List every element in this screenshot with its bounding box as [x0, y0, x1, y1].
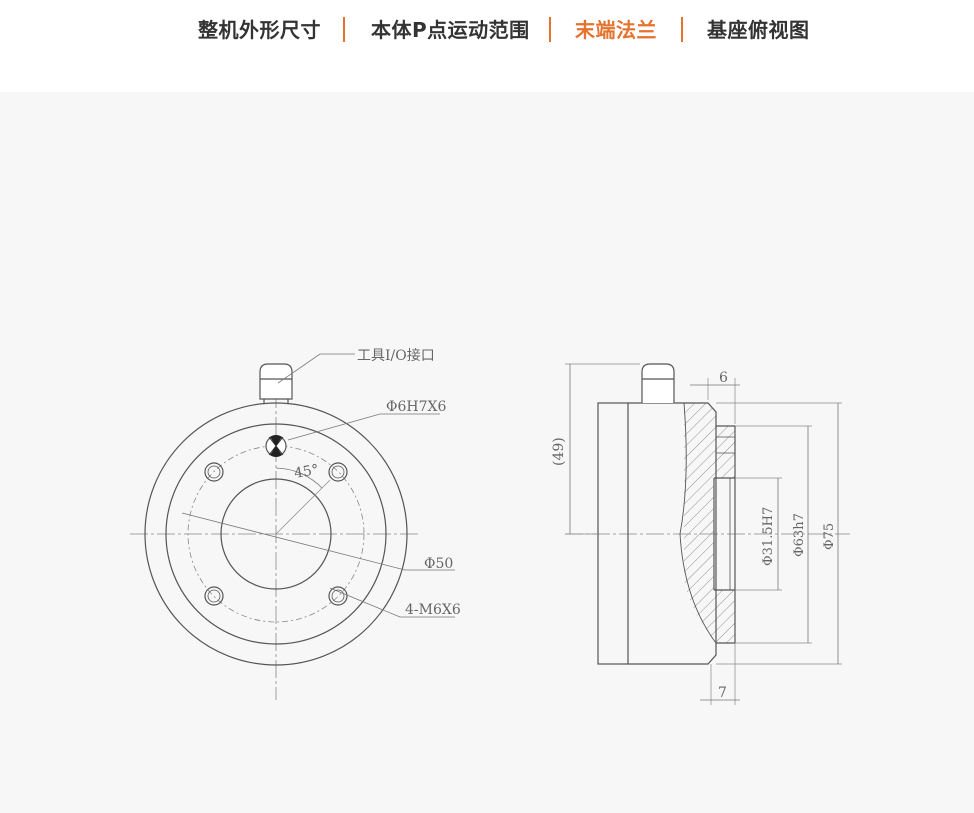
tab-bar: 整机外形尺寸 本体P点运动范围 末端法兰 基座俯视图 [0, 0, 974, 92]
bolt-circle-label: Φ50 [424, 556, 453, 572]
section-boundary [679, 402, 717, 644]
leader-pin-hole [287, 413, 440, 441]
tab-overall-dimensions[interactable]: 整机外形尺寸 [198, 18, 321, 42]
side-io-connector [641, 363, 675, 403]
side-view [565, 363, 850, 705]
bolt-circle [187, 445, 365, 623]
tab-separator [681, 17, 683, 42]
bolt-hole [328, 586, 348, 606]
tool-io-label: 工具I/O接口 [357, 347, 435, 364]
pin-hole [265, 435, 287, 458]
tab-separator [343, 17, 345, 42]
tab-p-point-range[interactable]: 本体P点运动范围 [371, 18, 530, 42]
spigot-ring [165, 423, 387, 645]
thread-label: 4-M6X6 [405, 602, 461, 618]
angle-ray [275, 479, 331, 535]
pin-hole-label: Φ6H7X6 [386, 399, 446, 415]
bolt-hole [204, 586, 224, 606]
section-hatch [684, 403, 735, 643]
inner-bore [220, 478, 332, 590]
back-plate [597, 402, 629, 665]
outer-diameter-label: Φ75 [822, 523, 837, 550]
bolt-hole [328, 462, 348, 482]
front-view [130, 353, 455, 700]
tab-base-top-view[interactable]: 基座俯视图 [707, 18, 810, 42]
height-label: (49) [551, 437, 567, 466]
tool-io-connector [259, 363, 293, 400]
leader-bolt-circle [181, 512, 455, 571]
angle-arc [275, 467, 323, 489]
flange-body [628, 402, 736, 665]
angle-label: 45° [293, 462, 320, 482]
top-width-label: 6 [719, 370, 728, 386]
bottom-width-label: 7 [718, 685, 727, 701]
tab-separator [549, 17, 551, 42]
leader-tool-io [277, 353, 355, 384]
bolt-hole [204, 462, 224, 482]
leader-thread [329, 587, 455, 618]
tab-end-flange[interactable]: 末端法兰 [575, 18, 657, 42]
spigot-label: Φ63h7 [792, 513, 807, 557]
bore-label: Φ31.5H7 [761, 507, 776, 566]
drawing-panel [0, 92, 974, 813]
outer-ring [144, 402, 408, 666]
